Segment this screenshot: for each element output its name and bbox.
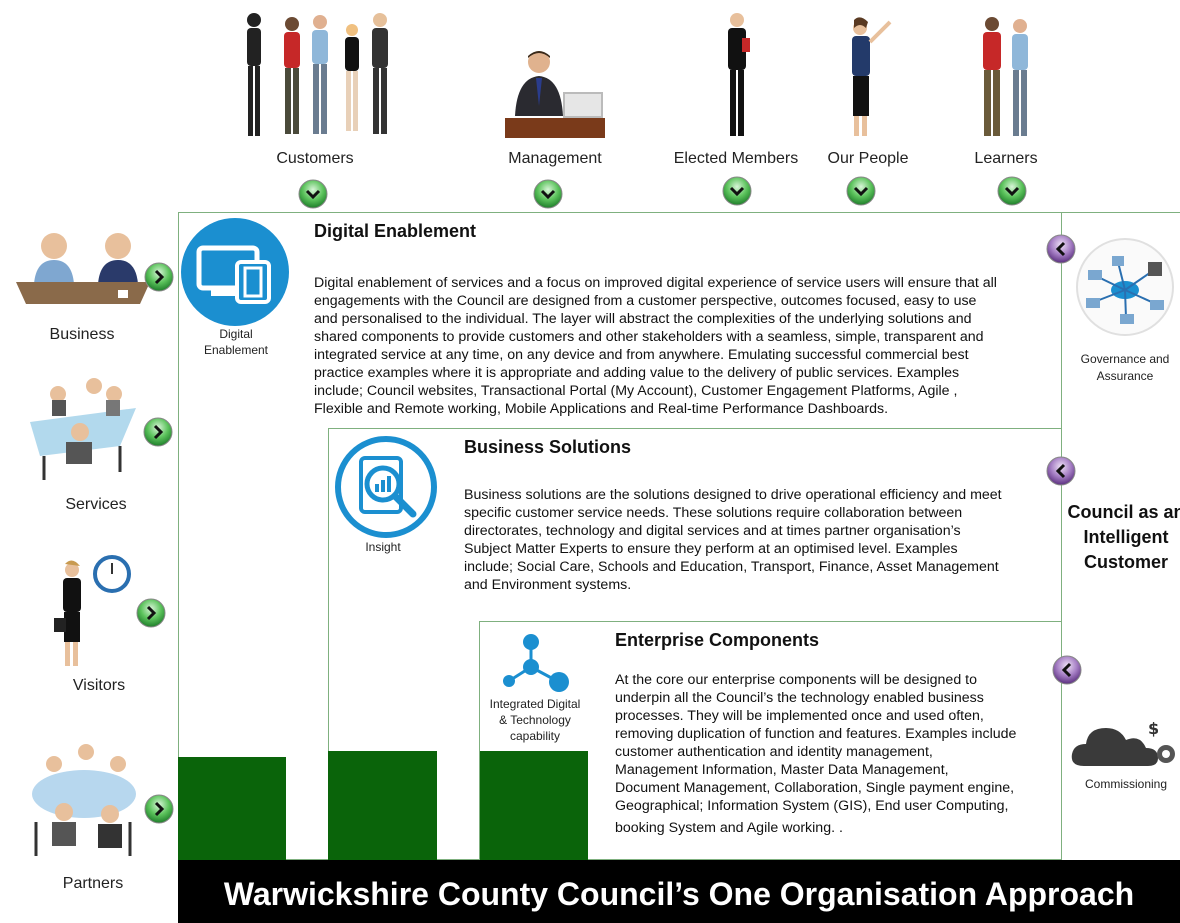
- learners-image: [972, 14, 1044, 140]
- business-solutions-text: Business solutions are the solutions des…: [464, 487, 1002, 593]
- business-label: Business: [49, 326, 115, 343]
- partners-image: [24, 742, 142, 862]
- cloud-commissioning-icon: $: [1071, 719, 1175, 766]
- chevron-right-icon[interactable]: [143, 417, 173, 447]
- chevron-down-icon[interactable]: [533, 179, 563, 209]
- insight-icon-label: Insight: [365, 540, 401, 554]
- services-label: Services: [65, 496, 127, 513]
- management-image: [505, 48, 605, 140]
- customers-group-image: [234, 8, 396, 140]
- chevron-down-icon[interactable]: [846, 176, 876, 206]
- chevron-down-icon[interactable]: [997, 176, 1027, 206]
- visitors-label: Visitors: [72, 677, 126, 694]
- devices-icon: [181, 218, 289, 326]
- our-people-label: Our People: [827, 150, 909, 167]
- network-nodes-icon: [503, 634, 569, 692]
- elected-members-label: Elected Members: [673, 150, 799, 167]
- customers-label: Customers: [276, 150, 354, 167]
- business-image: [14, 224, 152, 310]
- digital-enablement-bar: [178, 757, 286, 860]
- chevron-left-icon[interactable]: [1046, 456, 1076, 486]
- commissioning-label: Commissioning: [1084, 777, 1168, 791]
- insight-icon: [335, 436, 437, 538]
- governance-label: Governance and Assurance: [1080, 352, 1170, 383]
- footer-title: Warwickshire County Council’s One Organi…: [223, 876, 1135, 912]
- visitors-image: [50, 554, 134, 670]
- learners-label: Learners: [974, 150, 1038, 167]
- enterprise-components-bar: [480, 751, 588, 860]
- enterprise-components-text: At the core our enterprise components wi…: [615, 672, 1017, 836]
- services-image: [24, 372, 142, 484]
- partners-label: Partners: [62, 875, 124, 892]
- business-solutions-bar: [328, 751, 437, 860]
- enterprise-components-title: Enterprise Components: [615, 630, 820, 650]
- chevron-right-icon[interactable]: [136, 598, 166, 628]
- business-solutions-title: Business Solutions: [464, 437, 632, 457]
- network-governance-icon: [1076, 238, 1174, 336]
- chevron-left-icon[interactable]: [1046, 234, 1076, 264]
- our-people-image: [840, 14, 900, 140]
- digital-enablement-text: Digital enablement of services and a foc…: [314, 275, 997, 417]
- svg-text:$: $: [1148, 719, 1159, 738]
- management-label: Management: [508, 150, 602, 167]
- elected-member-image: [712, 8, 762, 140]
- footer-banner: Warwickshire County Council’s One Organi…: [178, 860, 1180, 923]
- chevron-right-icon[interactable]: [144, 794, 174, 824]
- digital-enablement-title: Digital Enablement: [314, 221, 477, 241]
- chevron-down-icon[interactable]: [298, 179, 328, 209]
- chevron-right-icon[interactable]: [144, 262, 174, 292]
- chevron-down-icon[interactable]: [722, 176, 752, 206]
- chevron-left-icon[interactable]: [1052, 655, 1082, 685]
